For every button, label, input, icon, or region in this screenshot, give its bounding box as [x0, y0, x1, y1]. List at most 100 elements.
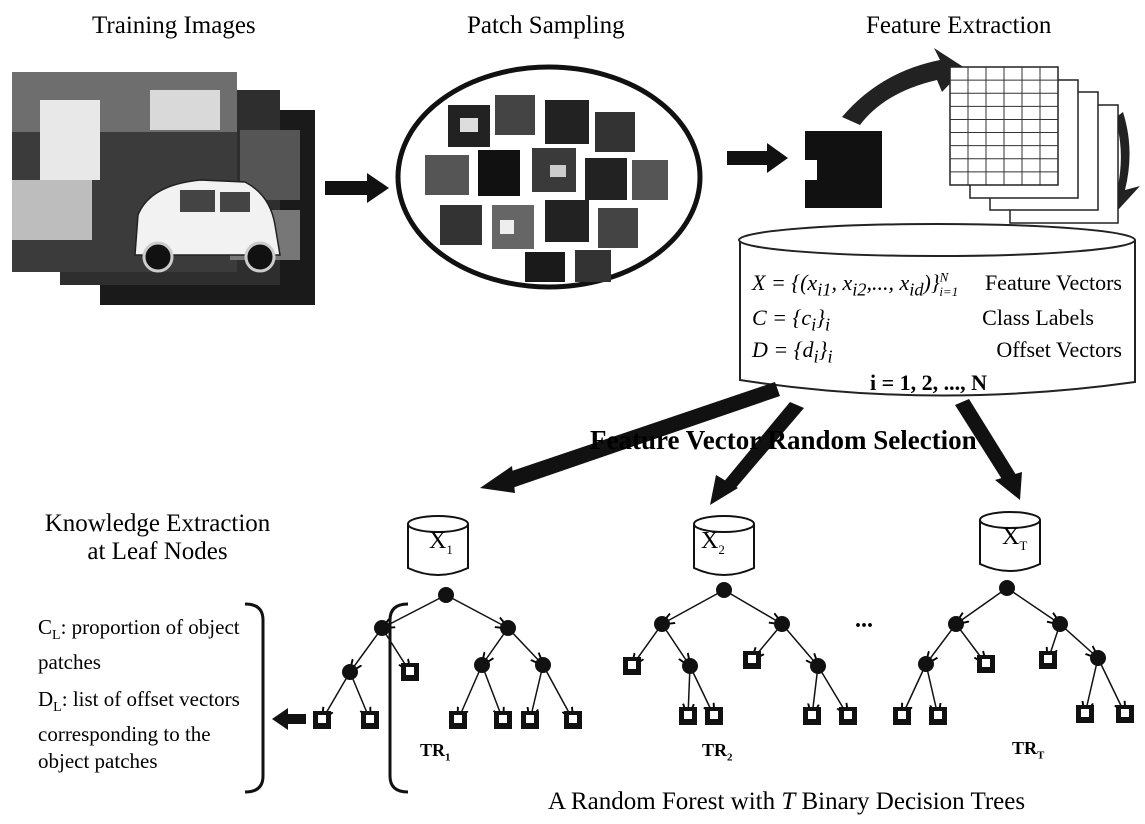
tree-node: [716, 582, 732, 598]
sample-patch: [805, 131, 882, 208]
tree-leaf-hole: [318, 715, 326, 723]
tree-edge: [507, 627, 543, 665]
tree1-db-label: X1: [429, 528, 453, 557]
tree-edge: [350, 627, 383, 672]
knowledge-extraction-title: Knowledge Extraction at Leaf Nodes: [30, 510, 285, 566]
tree-leaf-hole: [982, 659, 990, 667]
tree3-label: TRT: [1012, 738, 1045, 762]
tree-node: [1052, 616, 1068, 632]
tree-node: [1090, 650, 1106, 666]
tree-node: [774, 616, 790, 632]
training-images-label: Training Images: [92, 12, 256, 39]
tree-edge: [661, 623, 690, 666]
tree-node: [999, 580, 1015, 596]
dl-entry: DL: list of offset vectors corresponding…: [18, 686, 248, 775]
decision-trees: [313, 511, 1134, 729]
tree-edge: [1097, 657, 1125, 714]
db-row-feature-vectors: X = {(xi1, xi2,..., xid)}Ni=1 Feature Ve…: [752, 270, 1122, 300]
tree-leaf-hole: [406, 667, 414, 675]
tree-leaf-hole: [1121, 709, 1129, 717]
tree-2-db-top: [693, 515, 755, 533]
tree-leaf-hole: [569, 715, 577, 723]
tree-edge: [926, 623, 957, 664]
feature-extraction-label: Feature Extraction: [866, 12, 1052, 39]
cl-entry: CL: proportion of object patches: [18, 614, 248, 676]
database-cylinder: [738, 223, 1136, 397]
random-selection-label: Feature Vector Random Selection: [590, 425, 977, 455]
tree-2-db: [693, 524, 755, 576]
tree-3-db: [979, 520, 1041, 572]
tree-node: [474, 657, 490, 673]
cl-text: : proportion of object patches: [38, 615, 240, 675]
patch-sampling-label: Patch Sampling: [467, 12, 625, 39]
tree-leaf-hole: [628, 661, 636, 669]
patch-sampling-ellipse: [395, 64, 703, 290]
tree1-label: TR1: [420, 740, 451, 764]
tree-edge: [481, 664, 503, 720]
db-row-offset-vectors: D = {di}i Offset Vectors: [752, 337, 1122, 367]
tree-node: [438, 587, 454, 603]
tree-3-db-top: [979, 511, 1041, 529]
tree-leaf-hole: [684, 711, 692, 719]
tree-edge: [1085, 657, 1099, 714]
dl-text: : list of offset vectors corresponding t…: [38, 687, 240, 774]
sample-patch-detail: [805, 160, 817, 180]
tree-edge: [1006, 587, 1060, 624]
tree-leaf-hole: [1081, 709, 1089, 717]
feature-vectors-label: Feature Vectors: [984, 270, 1122, 295]
tree-1-db-top: [407, 515, 469, 533]
tree-edge: [458, 664, 483, 720]
tree-edge: [723, 589, 782, 624]
curved-arrow-to-table: [842, 48, 965, 125]
db-row-class-labels: C = {ci}i Class Labels: [752, 305, 1094, 335]
tree2-db-label: X2: [701, 528, 725, 557]
left-bracket: [388, 602, 409, 794]
tree-node: [500, 620, 516, 636]
tree-leaf-hole: [748, 655, 756, 663]
tree-node: [682, 658, 698, 674]
tree-edge: [382, 594, 447, 628]
knowledge-extraction-line1: Knowledge Extraction: [44, 510, 271, 537]
tree-leaf-hole: [366, 715, 374, 723]
dl-sub: L: [53, 700, 62, 716]
class-labels-label: Class Labels: [982, 305, 1094, 330]
tree-leaf-hole: [454, 715, 462, 723]
arrow-to-patches: [325, 173, 389, 203]
tree3-db-label: XT: [1002, 524, 1028, 553]
tree-node: [535, 657, 551, 673]
tree-edge: [530, 664, 544, 720]
tree-edge: [445, 594, 508, 628]
knowledge-extraction-line2: at Leaf Nodes: [87, 538, 228, 565]
arrow-to-feature: [727, 143, 788, 173]
tree-leaf-hole: [499, 715, 507, 723]
tree-leaf-hole: [898, 711, 906, 719]
feature-tables-stack: [949, 66, 1119, 224]
right-bracket: [244, 602, 265, 794]
tree-node: [918, 656, 934, 672]
dl-key: D: [38, 687, 54, 712]
selection-arrows: [480, 382, 1022, 505]
tree2-label: TR2: [702, 740, 733, 764]
ellipsis: ...: [855, 607, 873, 633]
tree-leaf-hole: [1044, 655, 1052, 663]
arrow-to-knowledge: [272, 708, 306, 730]
tree-leaf-hole: [934, 711, 942, 719]
db-index: i = 1, 2, ..., N: [870, 370, 988, 395]
tree-node: [948, 616, 964, 632]
training-images-stack: [12, 72, 315, 305]
tree-edge: [781, 623, 818, 666]
tree-1-db: [407, 524, 469, 576]
cl-key: C: [38, 615, 53, 639]
tree-leaf-hole: [710, 711, 718, 719]
tree-node: [374, 620, 390, 636]
tree-leaf-hole: [844, 711, 852, 719]
offset-vectors-label: Offset Vectors: [996, 337, 1122, 362]
knowledge-box: CL: proportion of object patches DL: lis…: [18, 614, 248, 775]
tree-node: [654, 616, 670, 632]
tree-leaf-hole: [808, 711, 816, 719]
tree-node: [342, 664, 358, 680]
tree-edge: [956, 587, 1008, 624]
forest-caption: A Random Forest with T Binary Decision T…: [548, 788, 1026, 815]
tree-leaf-hole: [526, 715, 534, 723]
tree-node: [810, 658, 826, 674]
